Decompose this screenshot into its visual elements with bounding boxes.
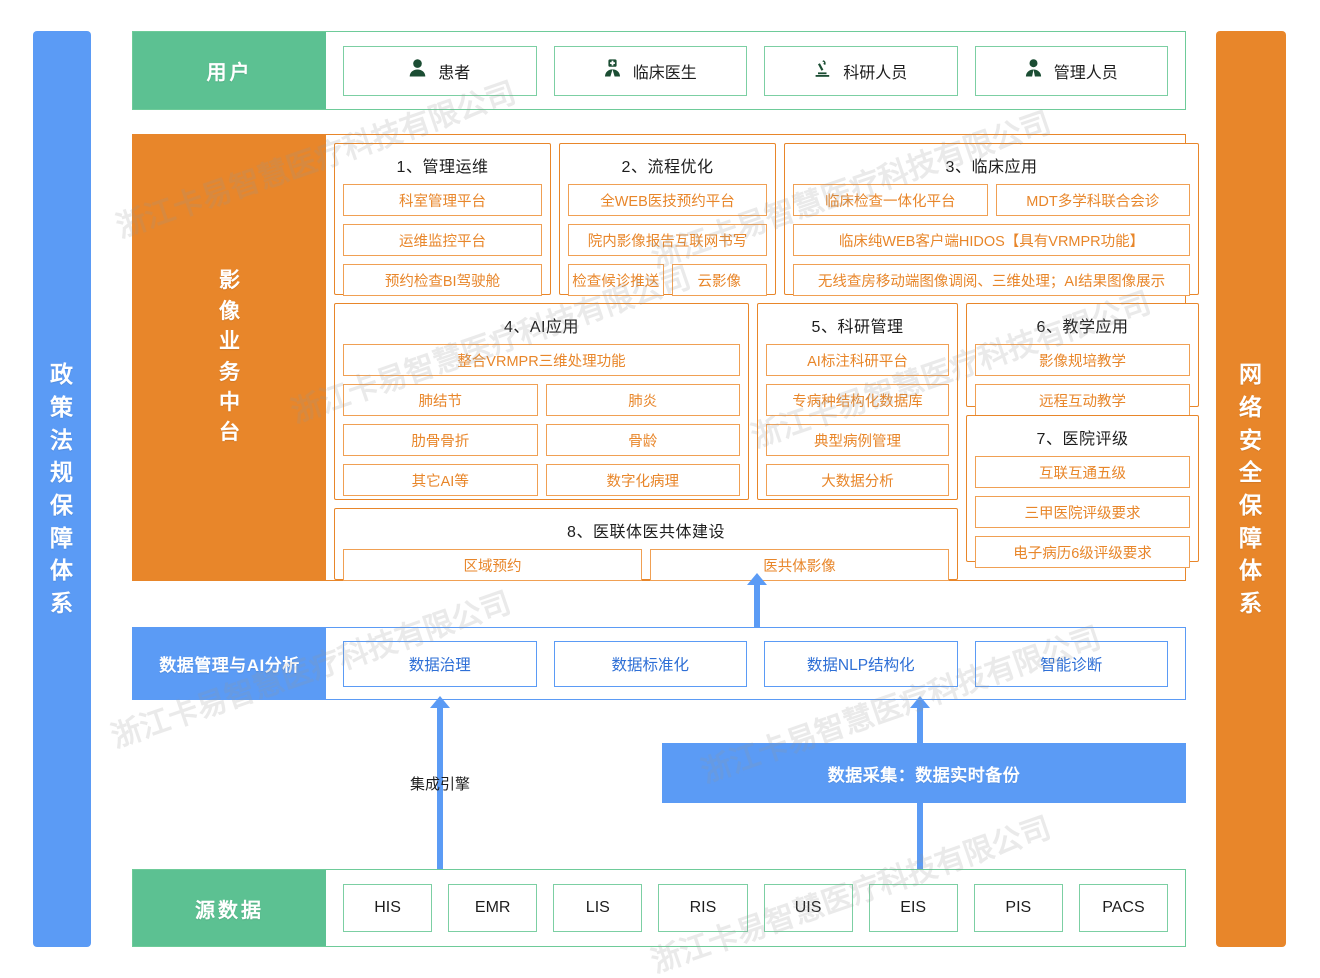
- data-management-list: 数据治理 数据标准化 数据NLP结构化 智能诊断: [326, 628, 1185, 699]
- platform-item-row: 区域预约 医共体影像: [343, 549, 949, 581]
- source-item-his[interactable]: HIS: [343, 884, 433, 932]
- group-title: 3、临床应用: [945, 159, 1038, 176]
- pillar-text: 网络安全保障体系: [1239, 361, 1263, 616]
- source-item-eis[interactable]: EIS: [868, 884, 958, 932]
- users-list: 患者 临床医生 科研人员 管理人员: [326, 32, 1185, 109]
- platform-group-management-ops: 1、管理运维 科室管理平台 运维监控平台 预约检查BI驾驶舱: [334, 143, 551, 296]
- platform-item[interactable]: 其它AI等: [343, 464, 538, 496]
- source-item-emr[interactable]: EMR: [448, 884, 538, 932]
- source-item-lis[interactable]: LIS: [553, 884, 643, 932]
- data-item-smart-diagnosis[interactable]: 智能诊断: [974, 640, 1168, 687]
- source-data-list: HIS EMR LIS RIS UIS EIS PIS PACS: [326, 870, 1185, 946]
- platform-group-clinical-application: 3、临床应用 临床检查一体化平台 MDT多学科联合会诊 临床纯WEB客户端HID…: [784, 143, 1199, 296]
- platform-item[interactable]: 无线查房移动端图像调阅、三维处理；AI结果图像展示: [793, 264, 1190, 296]
- platform-item[interactable]: 科室管理平台: [343, 184, 542, 216]
- platform-item[interactable]: 肺结节: [343, 384, 538, 416]
- data-item-governance[interactable]: 数据治理: [343, 640, 537, 687]
- platform-item[interactable]: 运维监控平台: [343, 224, 542, 256]
- source-data-label: 源数据: [133, 870, 326, 946]
- platform-item-row: 检查候诊推送 云影像: [568, 264, 767, 296]
- platform-item[interactable]: MDT多学科联合会诊: [995, 184, 1190, 216]
- platform-group-teaching-application: 6、教学应用 影像规培教学 远程互动教学: [966, 303, 1199, 416]
- platform-item[interactable]: 预约检查BI驾驶舱: [343, 264, 542, 296]
- user-card-label: 管理人员: [1053, 64, 1118, 82]
- source-item-pis[interactable]: PIS: [973, 884, 1063, 932]
- platform-item[interactable]: 检查候诊推送: [568, 264, 664, 296]
- platform-group-research-management: 5、科研管理 AI标注科研平台 专病种结构化数据库 典型病例管理 大数据分析: [757, 303, 958, 500]
- arrow-platform-to-data: [747, 573, 767, 627]
- users-row: 用户 患者 临床医生 科研人员: [132, 31, 1186, 110]
- group-title: 5、科研管理: [811, 319, 904, 336]
- source-item-uis[interactable]: UIS: [763, 884, 853, 932]
- data-collection-bar: 数据采集：数据实时备份: [662, 743, 1186, 803]
- platform-item[interactable]: 远程互动教学: [975, 384, 1190, 416]
- platform-group-process-optimization: 2、流程优化 全WEB医技预约平台 院内影像报告互联网书写 检查候诊推送 云影像: [559, 143, 776, 296]
- integration-engine-label: 集成引擎: [409, 776, 470, 793]
- platform-item-row: 其它AI等 数字化病理: [343, 464, 740, 496]
- platform-groups: 1、管理运维 科室管理平台 运维监控平台 预约检查BI驾驶舱 2、流程优化 全W…: [326, 135, 1199, 581]
- group-title: 1、管理运维: [396, 159, 489, 176]
- source-item-pacs[interactable]: PACS: [1078, 884, 1168, 932]
- platform-group-ai-application: 4、AI应用 整合VRMPR三维处理功能 肺结节 肺炎 肋骨骨折 骨龄 其它AI…: [334, 303, 749, 500]
- network-security-pillar: 网络安全保障体系: [1216, 31, 1286, 947]
- users-row-label: 用户: [133, 32, 326, 109]
- group-title: 2、流程优化: [621, 159, 714, 176]
- manager-icon: [1025, 59, 1042, 82]
- platform-item[interactable]: 电子病历6级评级要求: [975, 536, 1190, 568]
- platform-item[interactable]: 影像规培教学: [975, 344, 1190, 376]
- policy-regulation-pillar: 政策法规保障体系: [33, 31, 91, 947]
- platform-item[interactable]: 医共体影像: [650, 549, 949, 581]
- group-title: 4、AI应用: [503, 319, 580, 336]
- source-item-ris[interactable]: RIS: [658, 884, 748, 932]
- platform-item[interactable]: 院内影像报告互联网书写: [568, 224, 767, 256]
- imaging-platform-label-text: 影像业务中台: [219, 269, 240, 445]
- platform-item[interactable]: 全WEB医技预约平台: [568, 184, 767, 216]
- platform-item[interactable]: 专病种结构化数据库: [766, 384, 949, 416]
- platform-item[interactable]: 临床检查一体化平台: [793, 184, 988, 216]
- microscope-icon: [814, 59, 831, 82]
- imaging-platform-row: 影像业务中台 1、管理运维 科室管理平台 运维监控平台 预约检查BI驾驶舱 2、…: [132, 134, 1199, 581]
- user-card-label: 临床医生: [632, 64, 697, 82]
- platform-group-medical-alliance: 8、医联体医共体建设 区域预约 医共体影像: [334, 508, 958, 581]
- platform-item[interactable]: 互联互通五级: [975, 456, 1190, 488]
- pillar-text: 政策法规保障体系: [50, 361, 74, 616]
- platform-item[interactable]: 典型病例管理: [766, 424, 949, 456]
- user-card-clinician[interactable]: 临床医生: [553, 45, 747, 96]
- platform-group-hospital-rating: 7、医院评级 互联互通五级 三甲医院评级要求 电子病历6级评级要求: [966, 415, 1199, 568]
- user-card-label: 科研人员: [843, 64, 908, 82]
- platform-item[interactable]: 整合VRMPR三维处理功能: [343, 344, 740, 376]
- group-title: 7、医院评级: [1036, 431, 1129, 448]
- platform-item[interactable]: 大数据分析: [766, 464, 949, 496]
- platform-item[interactable]: 临床纯WEB客户端HIDOS【具有VRMPR功能】: [793, 224, 1190, 256]
- imaging-platform-label: 影像业务中台: [133, 135, 326, 580]
- person-icon: [409, 59, 426, 82]
- user-card-administrator[interactable]: 管理人员: [974, 45, 1168, 96]
- arrow-source-to-collect: [910, 789, 930, 870]
- platform-item[interactable]: 区域预约: [343, 549, 642, 581]
- platform-item[interactable]: 肺炎: [545, 384, 740, 416]
- data-management-label: 数据管理与AI分析: [133, 628, 326, 699]
- platform-item[interactable]: 云影像: [671, 264, 767, 296]
- user-card-label: 患者: [438, 64, 471, 82]
- platform-item[interactable]: 三甲医院评级要求: [975, 496, 1190, 528]
- data-item-standardize[interactable]: 数据标准化: [553, 640, 747, 687]
- doctor-icon: [604, 59, 621, 82]
- group-title: 6、教学应用: [1036, 319, 1129, 336]
- source-data-row: 源数据 HIS EMR LIS RIS UIS EIS PIS PACS: [132, 869, 1186, 947]
- platform-item[interactable]: AI标注科研平台: [766, 344, 949, 376]
- data-item-nlp-structure[interactable]: 数据NLP结构化: [764, 640, 958, 687]
- platform-item-row: 肺结节 肺炎: [343, 384, 740, 416]
- group-title: 8、医联体医共体建设: [567, 524, 725, 541]
- platform-item[interactable]: 肋骨骨折: [343, 424, 538, 456]
- data-management-row: 数据管理与AI分析 数据治理 数据标准化 数据NLP结构化 智能诊断: [132, 627, 1186, 700]
- platform-item-row: 肋骨骨折 骨龄: [343, 424, 740, 456]
- user-card-patient[interactable]: 患者: [343, 45, 537, 96]
- arrow-collect-to-data: [910, 696, 930, 747]
- platform-item[interactable]: 数字化病理: [545, 464, 740, 496]
- platform-item-row: 临床检查一体化平台 MDT多学科联合会诊: [793, 184, 1190, 216]
- arrow-integration-engine: [430, 696, 450, 869]
- user-card-researcher[interactable]: 科研人员: [764, 45, 958, 96]
- platform-item[interactable]: 骨龄: [545, 424, 740, 456]
